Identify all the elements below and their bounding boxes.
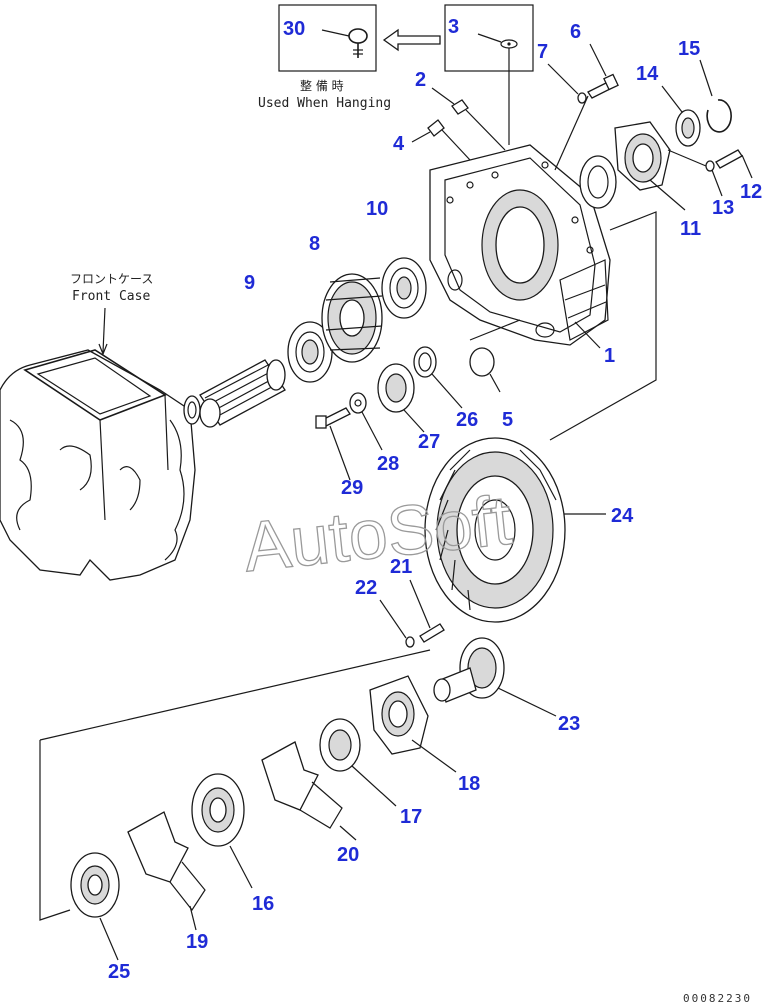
bolt-6	[554, 43, 619, 171]
callout-3: 3	[448, 16, 459, 38]
callout-20: 20	[337, 844, 359, 866]
callout-6: 6	[570, 21, 581, 43]
plug-icon	[477, 33, 518, 145]
bearing-25	[70, 852, 120, 961]
cover-11	[579, 121, 686, 211]
washer-13	[667, 149, 723, 197]
gear-8	[321, 273, 383, 363]
callout-26: 26	[456, 409, 478, 431]
front-case-jp-label: フロントケース	[70, 272, 153, 286]
callout-23: 23	[558, 713, 580, 735]
callout-21: 21	[390, 556, 412, 578]
annotations: フロントケース Front Case 整 備 時 Used When Hangi…	[70, 78, 391, 304]
bolt-12	[715, 149, 753, 179]
seal-26	[413, 346, 463, 409]
callout-9: 9	[244, 272, 255, 294]
callout-14: 14	[636, 63, 659, 85]
callout-12: 12	[740, 181, 762, 203]
shim-20	[261, 741, 357, 841]
washer-28	[349, 392, 383, 451]
callout-7: 7	[537, 41, 548, 63]
cage-18	[369, 675, 457, 773]
bevel-gear-24	[424, 437, 606, 623]
callout-2: 2	[415, 69, 426, 91]
cage-16	[191, 773, 253, 889]
callout-1: 1	[604, 345, 615, 367]
bearing-10	[381, 257, 427, 319]
callout-5: 5	[502, 409, 513, 431]
bolt-29	[315, 407, 351, 481]
hanging-jp-label: 整 備 時	[300, 78, 344, 93]
pinion-23	[433, 637, 557, 717]
callout-25: 25	[108, 961, 130, 983]
callout-27: 27	[418, 431, 440, 453]
hanging-en-label: Used When Hanging	[258, 96, 391, 111]
callout-11: 11	[680, 218, 701, 240]
callout-10: 10	[366, 198, 388, 220]
eye-bolt-icon	[321, 28, 368, 58]
callout-13: 13	[712, 197, 734, 219]
input-shaft	[199, 359, 286, 428]
callout-29: 29	[341, 477, 363, 499]
callout-4: 4	[393, 133, 405, 155]
callout-24: 24	[611, 505, 634, 527]
plug-4	[411, 119, 471, 161]
cap-5	[469, 347, 501, 393]
bearing-14	[661, 85, 701, 147]
snap-ring-15	[699, 59, 732, 133]
bearing-9	[287, 321, 333, 383]
callout-16: 16	[252, 893, 274, 915]
plug-2	[431, 87, 506, 151]
shim-19	[127, 811, 206, 931]
callout-18: 18	[458, 773, 480, 795]
bolt-21	[409, 579, 445, 643]
callout-19: 19	[186, 931, 208, 953]
assembly-lines	[39, 211, 657, 921]
callout-30: 30	[283, 18, 305, 40]
arrow-left-icon	[382, 28, 441, 52]
callout-22: 22	[355, 577, 377, 599]
washer-7	[547, 63, 587, 104]
callout-17: 17	[400, 806, 422, 828]
callout-labels: 30 3 2 7 6 15 14 4 12 13 11 10 8 9 1 26 …	[108, 16, 762, 983]
callout-8: 8	[309, 233, 320, 255]
oil-seal-27	[377, 363, 425, 433]
washer-22	[379, 599, 415, 648]
bearing-17	[319, 718, 397, 807]
callout-15: 15	[678, 38, 700, 60]
rear-housing	[429, 144, 611, 349]
front-case	[0, 307, 201, 581]
detail-inset	[278, 4, 534, 145]
callout-28: 28	[377, 453, 399, 475]
document-number: 00082230	[683, 992, 752, 1005]
front-case-en-label: Front Case	[72, 289, 150, 304]
